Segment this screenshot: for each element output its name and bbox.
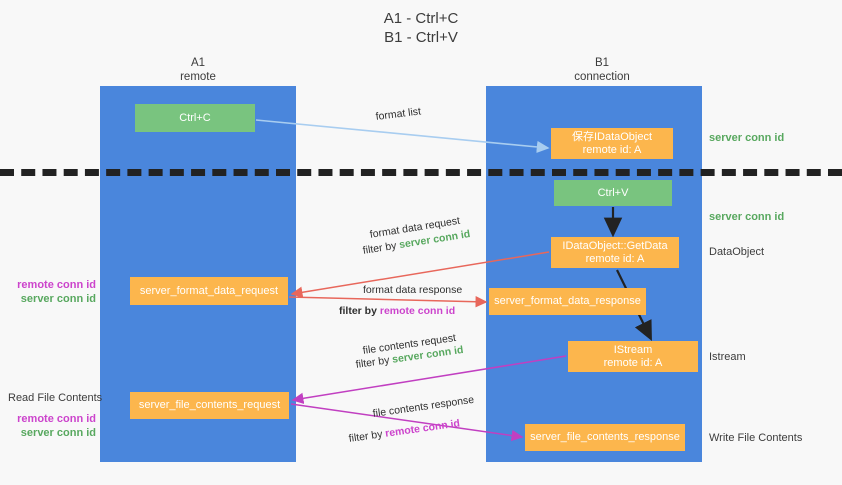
box-idataobject-getdata[interactable]: IDataObject::GetData remote id: A [551, 237, 679, 268]
filter-by-text-3: filter by [355, 354, 391, 371]
page-title: A1 - Ctrl+C B1 - Ctrl+V [383, 10, 459, 46]
column-header-a1: A1 remote [180, 57, 216, 83]
label-file-contents-response: file contents response [372, 393, 475, 420]
box-server-file-contents-request[interactable]: server_file_contents_request [130, 392, 289, 419]
remote-conn-id-text: remote conn id [379, 305, 456, 317]
annotation-server-conn-id-2: server conn id [20, 426, 96, 439]
annotation-server-conn-id: server conn id [20, 292, 96, 305]
box-server-file-contents-response[interactable]: server_file_contents_response [525, 424, 685, 451]
annotation-conn-ids-lower: remote conn id server conn id [8, 413, 96, 440]
box-save-idataobject[interactable]: 保存IDataObject remote id: A [551, 128, 673, 159]
annotation-istream: Istream [709, 351, 746, 363]
annotation-write-file-contents: Write File Contents [709, 432, 803, 444]
filter-by-text-4: filter by [348, 428, 384, 445]
label-format-list: format list [375, 105, 422, 123]
annotation-remote-conn-id-2: remote conn id [17, 413, 96, 425]
box-server-format-data-request[interactable]: server_format_data_request [130, 277, 288, 305]
remote-conn-id-text-2: remote conn id [384, 417, 461, 440]
box-server-format-data-response[interactable]: server_format_data_response [489, 288, 646, 315]
arrow-format-data-response [288, 296, 488, 308]
label-format-data-response: format data response [363, 284, 463, 296]
box-istream[interactable]: IStream remote id: A [568, 341, 698, 372]
label-filter-by-remote-conn-id-2: filter by remote conn id [348, 417, 461, 445]
filter-by-text-2: filter by [339, 305, 377, 317]
phase-divider [0, 169, 842, 176]
annotation-read-file-contents: Read File Contents [8, 392, 103, 404]
column-header-b1: B1 connection [574, 57, 630, 83]
annotation-server-conn-id-mid: server conn id [709, 211, 785, 223]
annotation-dataobject: DataObject [709, 246, 765, 258]
box-ctrl-v[interactable]: Ctrl+V [554, 180, 672, 206]
annotation-server-conn-id-top: server conn id [709, 132, 785, 144]
box-ctrl-c[interactable]: Ctrl+C [135, 104, 255, 132]
annotation-conn-ids-upper: remote conn id server conn id [8, 279, 96, 306]
annotation-remote-conn-id: remote conn id [17, 279, 96, 291]
filter-by-text: filter by [362, 239, 398, 257]
label-filter-by-remote-conn-id-1: filter by remote conn id [339, 305, 455, 318]
